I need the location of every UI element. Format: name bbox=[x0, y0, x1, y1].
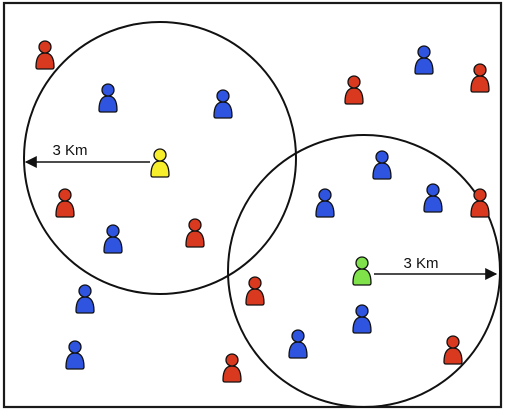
person-icon-blue bbox=[213, 89, 233, 119]
person-icon-blue bbox=[65, 340, 85, 370]
person-icon-blue bbox=[352, 304, 372, 334]
person-icon-blue bbox=[98, 83, 118, 113]
person-icon-blue bbox=[288, 329, 308, 359]
zone-right-radius-label: 3 Km bbox=[403, 255, 438, 272]
person-icon-red bbox=[185, 218, 205, 248]
person-icon-red bbox=[443, 335, 463, 365]
person-icon-red bbox=[35, 40, 55, 70]
person-icon-blue bbox=[423, 183, 443, 213]
person-icon-green bbox=[352, 256, 372, 286]
person-icon-red bbox=[55, 188, 75, 218]
person-icon-yellow bbox=[150, 148, 170, 178]
person-icon-red bbox=[222, 353, 242, 383]
person-icon-red bbox=[344, 75, 364, 105]
person-icon-blue bbox=[372, 150, 392, 180]
person-icon-red bbox=[470, 188, 490, 218]
person-icon-blue bbox=[414, 45, 434, 75]
person-icon-red bbox=[470, 63, 490, 93]
person-icon-red bbox=[245, 276, 265, 306]
zone-left-radius-label: 3 Km bbox=[52, 142, 87, 159]
zone-left-circle bbox=[23, 21, 297, 295]
person-icon-blue bbox=[315, 188, 335, 218]
person-icon-blue bbox=[75, 284, 95, 314]
zone-right-circle bbox=[227, 134, 501, 408]
person-icon-blue bbox=[103, 224, 123, 254]
people-layer bbox=[35, 40, 490, 383]
